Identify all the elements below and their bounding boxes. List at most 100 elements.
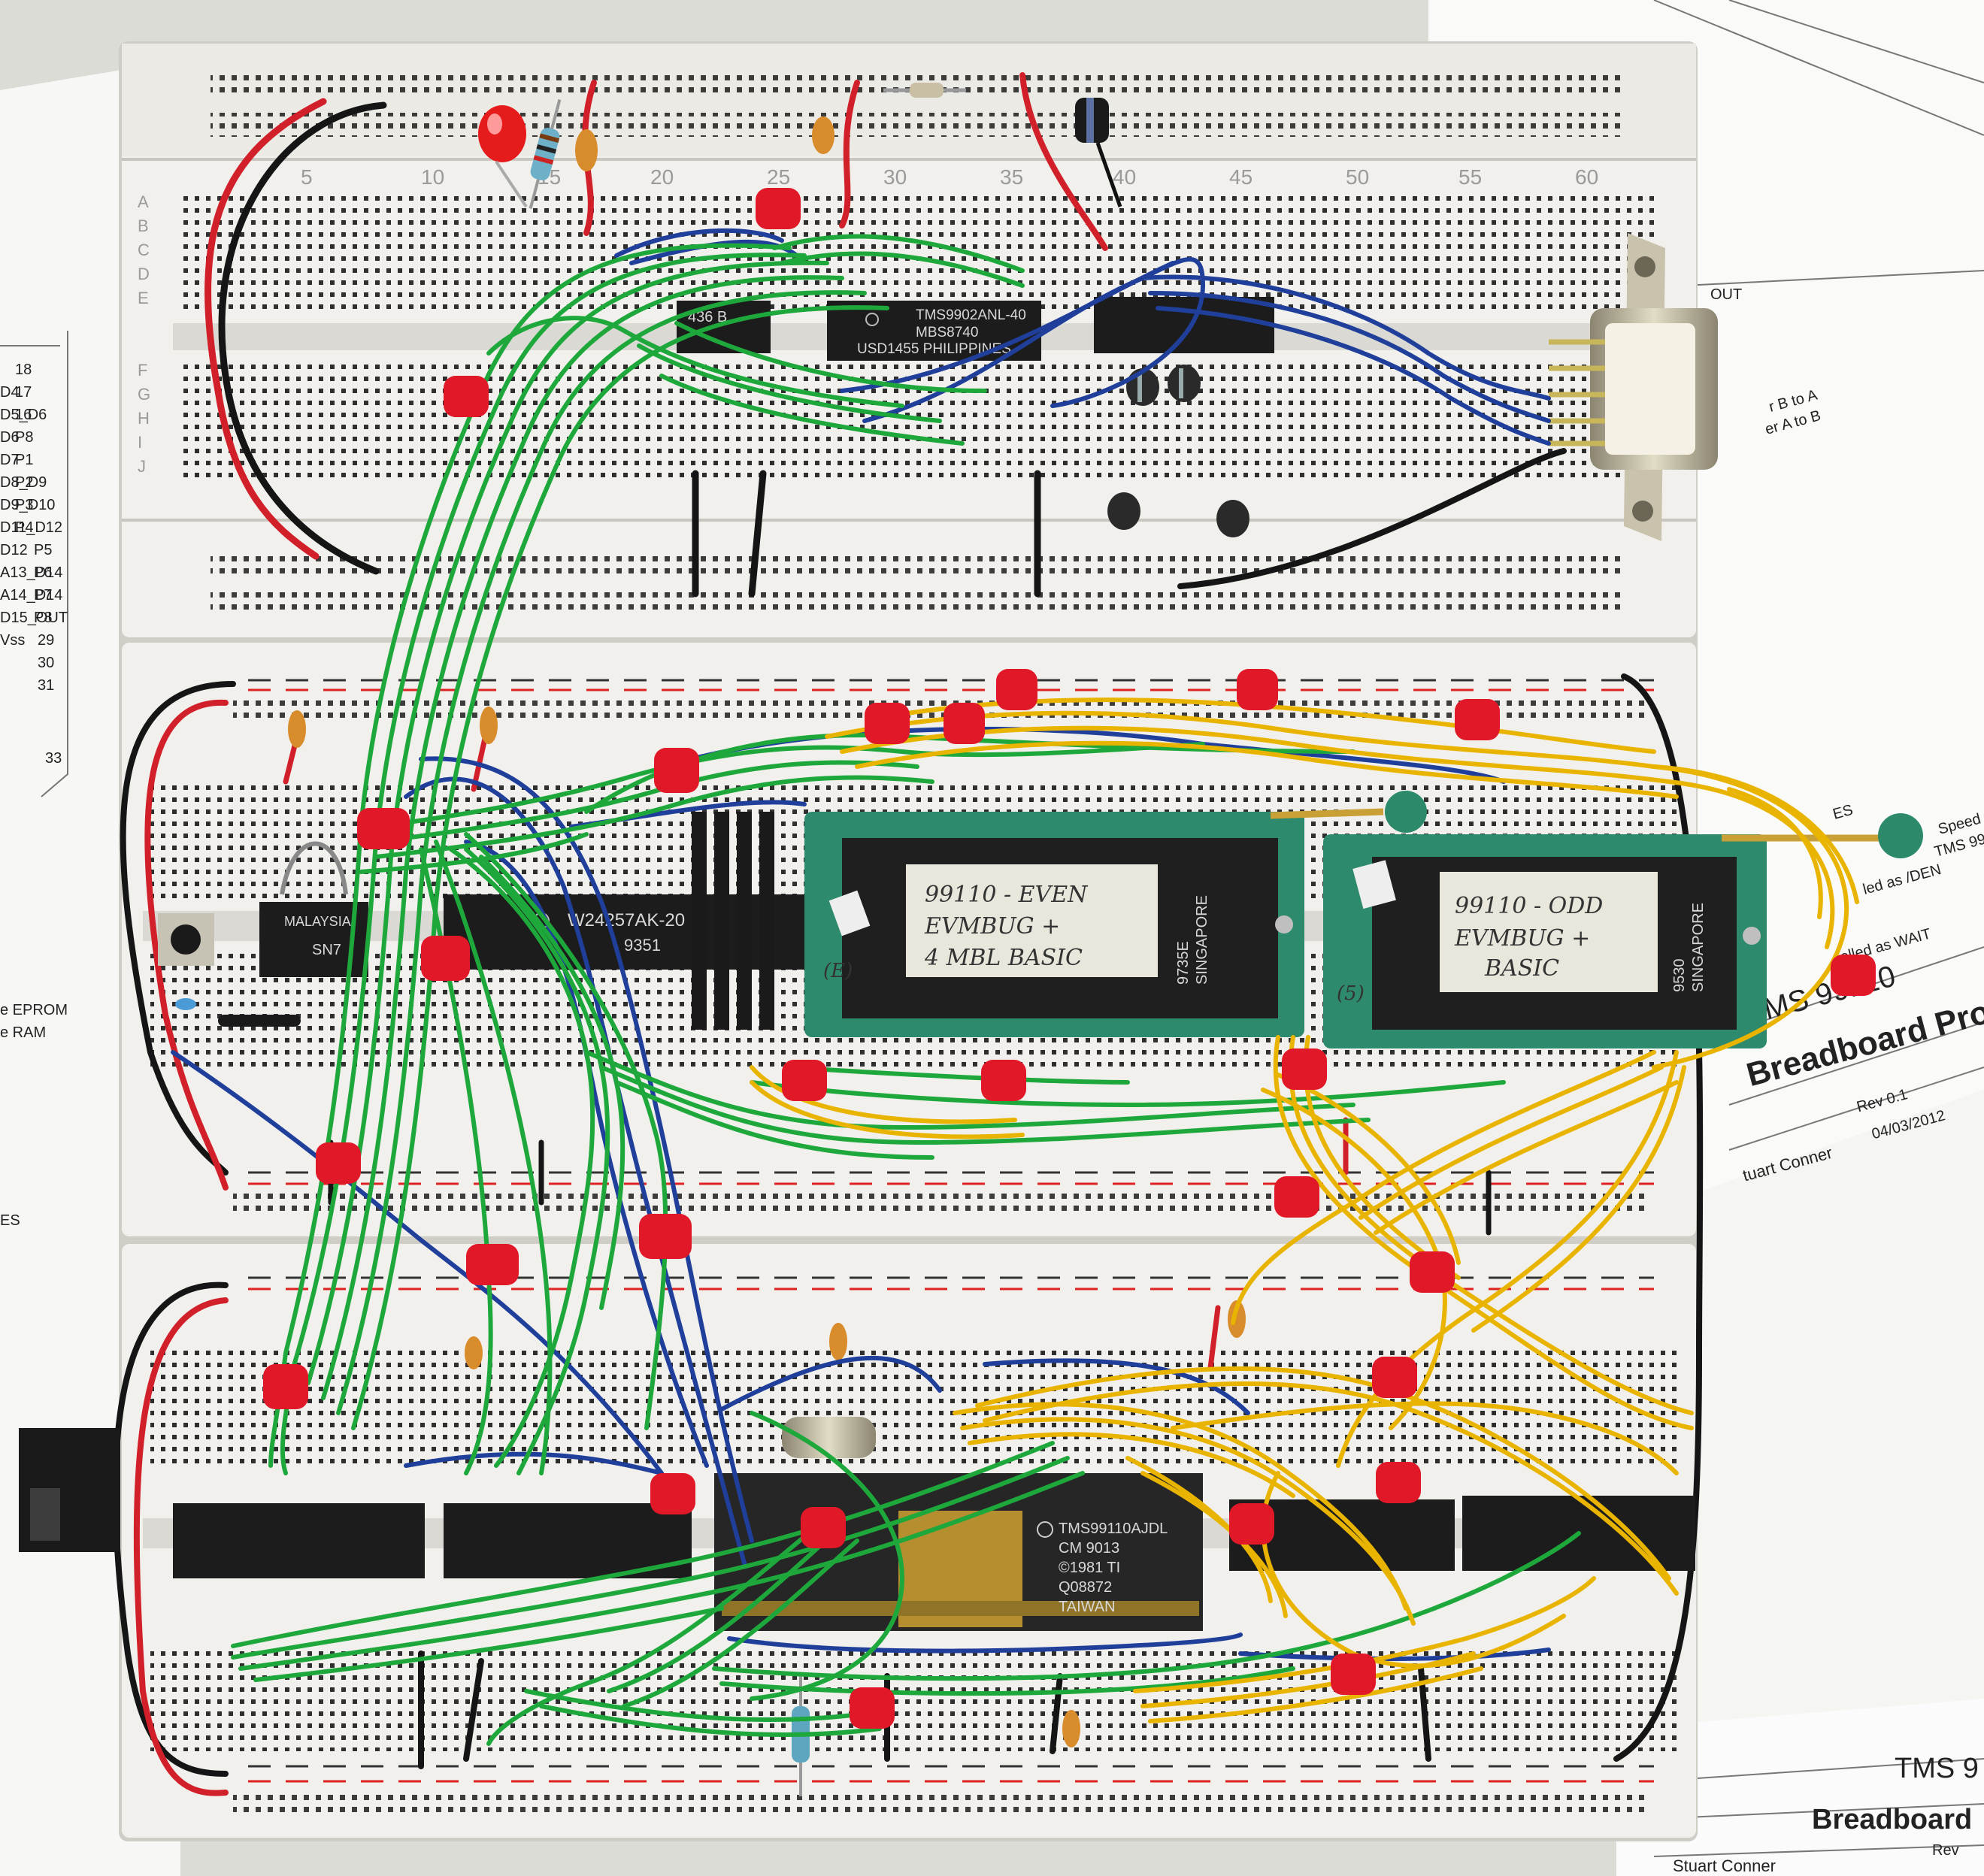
- logic-chip: [173, 1503, 425, 1578]
- diode: [175, 998, 301, 1027]
- cable-ties: [263, 188, 1876, 1729]
- red-led: [478, 105, 528, 208]
- schematic-note: ES: [0, 1212, 20, 1229]
- middle-components: MALAYSIA SN7 W24257AK-20 9351: [158, 707, 1923, 1048]
- svg-text:W24257AK-20: W24257AK-20: [568, 910, 685, 930]
- schematic-signal: D15_OUT: [0, 610, 68, 626]
- cable-tie: [1229, 1503, 1274, 1545]
- schematic-note: e RAM: [0, 1024, 46, 1041]
- push-button: [158, 913, 214, 966]
- svg-text:436 B: 436 B: [688, 309, 727, 325]
- schematic-pin: P4: [15, 519, 33, 536]
- eprom-label-line: 99110 - ODD: [1455, 893, 1603, 919]
- schematic-signal: D5_D6: [0, 407, 47, 423]
- schematic-pin: 16: [15, 407, 32, 423]
- power-wires: [112, 72, 1704, 1796]
- ceramic-capacitor: [288, 710, 306, 748]
- cable-tie: [850, 1687, 895, 1729]
- eprom-mark: (E): [823, 960, 853, 982]
- cable-tie: [650, 1473, 695, 1514]
- svg-text:SINGAPORE: SINGAPORE: [1690, 903, 1707, 992]
- schematic-author: Stuart Conner: [1673, 1856, 1776, 1875]
- ceramic-capacitor: [480, 707, 498, 744]
- db9-connector: [1549, 233, 1718, 541]
- cable-tie: [996, 669, 1037, 710]
- row-letter: E: [138, 289, 149, 307]
- cable-tie: [1410, 1251, 1455, 1293]
- ceramic-capacitor: [465, 1336, 483, 1369]
- cable-tie: [1455, 699, 1500, 740]
- cable-tie: [444, 376, 489, 417]
- eprom-label-line: BASIC: [1484, 955, 1559, 982]
- schematic-pin: P2: [15, 474, 33, 491]
- schematic-pin: 17: [15, 384, 32, 401]
- row-letter: G: [138, 385, 150, 404]
- column-number: 5: [301, 165, 313, 189]
- svg-text:9530: 9530: [1671, 959, 1688, 993]
- schematic-signal: D9_D10: [0, 497, 55, 513]
- schematic-subtitle: Breadboard: [1812, 1804, 1972, 1835]
- cable-tie: [1372, 1357, 1417, 1398]
- column-number: 30: [883, 165, 907, 189]
- cable-tie: [316, 1142, 361, 1184]
- schematic-note: OUT: [1710, 286, 1742, 303]
- schematic-signal: D8_D9: [0, 474, 47, 491]
- ceramic-capacitor: [812, 116, 834, 154]
- schematic-signal: Vss: [0, 632, 25, 649]
- logic-chip: [444, 1503, 692, 1578]
- cable-tie: [1237, 669, 1278, 710]
- schematic-pin: 33: [45, 750, 62, 767]
- svg-text:TAIWAN: TAIWAN: [1059, 1599, 1116, 1615]
- uart-chip: TMS9902ANL-40 MBS8740 USD1455 PHILIPPINE…: [827, 301, 1041, 361]
- eprom-label-line: 4 MBL BASIC: [924, 945, 1083, 971]
- svg-text:SN7: SN7: [312, 942, 341, 958]
- electrolytic-capacitor: [1075, 98, 1122, 207]
- column-number: 40: [1113, 165, 1136, 189]
- oscillator-clip: [280, 841, 348, 895]
- cable-tie: [1831, 955, 1876, 996]
- driver-chip: [1094, 297, 1274, 353]
- svg-text:9351: 9351: [624, 936, 661, 955]
- svg-text:TMS99110AJDL: TMS99110AJDL: [1059, 1520, 1168, 1537]
- schematic-signal: D11_D12: [0, 519, 62, 536]
- cable-tie: [944, 703, 985, 744]
- svg-text:CM 9013: CM 9013: [1059, 1540, 1119, 1557]
- schematic-pin: 30: [38, 655, 54, 671]
- top-components: 436 B TMS9902ANL-40 MBS8740 USD1455 PHIL…: [478, 83, 1718, 541]
- cable-tie: [466, 1244, 519, 1285]
- green-wire-harness: [231, 234, 1581, 1746]
- svg-text:SINGAPORE: SINGAPORE: [1194, 895, 1210, 985]
- cable-tie: [654, 748, 699, 793]
- row-letter: B: [138, 216, 149, 235]
- cable-tie: [1376, 1462, 1421, 1503]
- row-letter: C: [138, 241, 150, 259]
- ceramic-capacitor: [575, 129, 598, 171]
- column-number: 25: [767, 165, 790, 189]
- power-jack: [19, 1428, 120, 1552]
- schematic-rev: Rev: [1932, 1842, 1959, 1859]
- cable-tie: [421, 936, 470, 981]
- row-letter: J: [138, 457, 146, 476]
- svg-text:©1981 TI: ©1981 TI: [1059, 1560, 1120, 1576]
- eprom-label-line: 99110 - EVEN: [925, 882, 1089, 908]
- row-letter: A: [138, 192, 149, 211]
- cable-tie: [782, 1060, 827, 1101]
- svg-text:9735E: 9735E: [1175, 941, 1192, 985]
- eprom-socket-odd: 99110 - ODD EVMBUG + BASIC 9530 SINGAPOR…: [1323, 834, 1767, 1048]
- schematic-pin: 31: [38, 677, 54, 694]
- eprom-socket-even: 99110 - EVEN EVMBUG + 4 MBL BASIC 9735E …: [804, 812, 1304, 1037]
- schematic-signal: A13_D14: [0, 564, 62, 581]
- zif-levers: [1270, 791, 1923, 858]
- ram-chip: W24257AK-20 9351: [444, 894, 819, 970]
- cable-tie: [1331, 1654, 1376, 1695]
- column-number: 20: [650, 165, 674, 189]
- cable-tie: [981, 1060, 1026, 1101]
- schematic-pin: P8: [34, 610, 52, 626]
- eprom-mark: (5): [1337, 982, 1365, 1005]
- column-number: 35: [1000, 165, 1023, 189]
- ceramic-capacitor: [1228, 1300, 1246, 1338]
- cable-tie: [639, 1214, 692, 1259]
- column-number: 50: [1346, 165, 1369, 189]
- schematic-pin: 18: [15, 362, 32, 378]
